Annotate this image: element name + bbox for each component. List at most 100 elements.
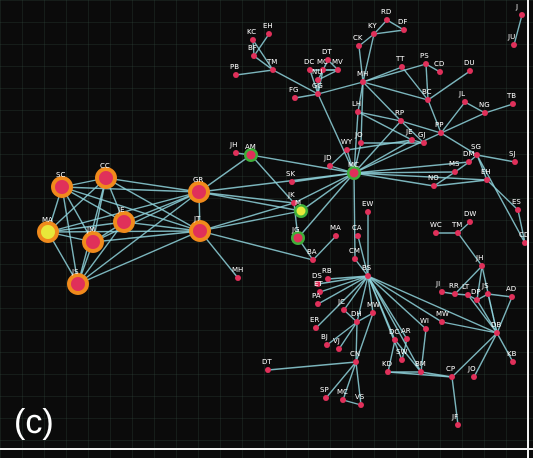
node-je2[interactable]: JE xyxy=(405,128,415,143)
node-no[interactable]: NO xyxy=(428,174,439,189)
node-mc3[interactable]: MC xyxy=(317,58,328,73)
node-jt[interactable]: JT xyxy=(189,215,211,242)
node-ps[interactable]: PS xyxy=(420,52,429,67)
node-ng[interactable]: NG xyxy=(479,101,490,116)
node-cc[interactable]: CC xyxy=(95,162,117,189)
node-ma1[interactable]: MA xyxy=(37,216,59,243)
node-ew[interactable]: EW xyxy=(362,200,373,215)
node-dt1[interactable]: DT xyxy=(262,358,272,373)
node-nu[interactable]: NU xyxy=(312,68,322,83)
node-gr[interactable]: GR xyxy=(188,176,210,203)
node-tb[interactable]: TB xyxy=(506,92,516,107)
node-mw1[interactable]: MW xyxy=(367,301,380,316)
node-jo[interactable]: JO xyxy=(467,365,477,380)
node-pa[interactable]: PA xyxy=(312,292,321,307)
node-rd[interactable]: RD xyxy=(381,8,391,23)
node-ma2[interactable]: MA xyxy=(330,224,341,239)
node-lt[interactable]: LT xyxy=(462,283,471,298)
node-jc[interactable]: JC xyxy=(337,298,347,313)
node-cm[interactable]: CM xyxy=(349,247,360,262)
node-ju[interactable]: JU xyxy=(507,33,517,48)
node-j1[interactable]: J xyxy=(515,3,525,18)
node-jg[interactable]: JG xyxy=(291,226,305,245)
node-lh[interactable]: LH xyxy=(352,100,361,115)
node-cd2[interactable]: CD xyxy=(434,60,444,75)
node-sp[interactable]: SP xyxy=(320,386,329,401)
node-ms[interactable]: MS xyxy=(449,160,460,175)
node-sw[interactable]: SW xyxy=(396,348,407,363)
node-tt[interactable]: TT xyxy=(395,55,405,70)
node-ca[interactable]: CA xyxy=(352,224,362,239)
node-ds[interactable]: DS xyxy=(312,272,322,287)
node-ar[interactable]: AR xyxy=(401,327,411,342)
node-db[interactable]: DB xyxy=(491,321,501,336)
node-jo2[interactable]: JO xyxy=(354,131,364,146)
node-tm[interactable]: TM xyxy=(451,221,462,236)
node-mv[interactable]: MV xyxy=(332,58,343,73)
node-ba[interactable]: BA xyxy=(307,248,317,263)
node-js2[interactable]: JS xyxy=(481,282,491,297)
node-mh1[interactable]: MH xyxy=(232,266,243,281)
node-es[interactable]: ES xyxy=(512,198,521,213)
node-jl[interactable]: JL xyxy=(458,90,468,105)
node-ky[interactable]: KY xyxy=(368,22,377,37)
node-cd[interactable]: CD xyxy=(519,231,529,246)
node-dm[interactable]: DM xyxy=(463,150,474,165)
node-dc2[interactable]: DC xyxy=(304,58,314,73)
node-bj[interactable]: BJ xyxy=(321,333,330,348)
node-et[interactable]: ET xyxy=(314,280,323,295)
node-am2[interactable]: M xyxy=(294,199,308,218)
node-eh[interactable]: EH xyxy=(263,22,273,37)
node-dc[interactable]: DC xyxy=(389,328,399,343)
node-js[interactable]: JS xyxy=(67,268,89,295)
node-sk[interactable]: SK xyxy=(286,170,295,185)
node-gj[interactable]: GJ xyxy=(418,131,427,146)
node-jf[interactable]: JF xyxy=(451,413,461,428)
node-cn[interactable]: CN xyxy=(350,350,360,365)
node-kd[interactable]: KD xyxy=(382,360,392,375)
node-wc[interactable]: WC xyxy=(430,221,442,236)
node-kc[interactable]: KC xyxy=(247,28,256,43)
node-dh[interactable]: DH xyxy=(351,310,362,325)
node-bm[interactable]: BM xyxy=(415,360,426,375)
node-wy[interactable]: WY xyxy=(341,138,353,153)
node-mc2[interactable]: MC xyxy=(337,388,348,403)
node-mh2[interactable]: MH xyxy=(357,70,368,85)
node-ad[interactable]: AD xyxy=(506,285,516,300)
node-cp[interactable]: CP xyxy=(446,365,455,380)
node-rb[interactable]: RB xyxy=(322,267,332,282)
node-du[interactable]: DU xyxy=(464,59,475,74)
node-je[interactable]: JE xyxy=(113,206,135,233)
node-rr[interactable]: RR xyxy=(449,282,459,297)
node-bc[interactable]: BC xyxy=(422,88,432,103)
node-tm2[interactable]: TM xyxy=(266,58,277,73)
node-dt2[interactable]: DT xyxy=(322,48,332,63)
node-jk[interactable]: JK xyxy=(287,191,297,206)
node-pp[interactable]: PP xyxy=(435,121,444,136)
node-jh1[interactable]: JH xyxy=(229,141,239,156)
node-vj[interactable]: VJ xyxy=(333,337,342,352)
node-mw2[interactable]: MW xyxy=(436,310,449,325)
node-bf[interactable]: BF xyxy=(248,44,257,59)
node-fg[interactable]: FG xyxy=(289,86,298,101)
node-gg[interactable]: GG xyxy=(312,82,323,97)
node-kb[interactable]: KB xyxy=(507,350,517,365)
node-ji[interactable]: JI xyxy=(435,280,445,295)
node-sj[interactable]: SJ xyxy=(509,150,518,165)
node-sg[interactable]: SG xyxy=(471,143,481,158)
node-sc[interactable]: SC xyxy=(51,171,73,198)
node-ck[interactable]: CK xyxy=(353,34,363,49)
node-rp[interactable]: RP xyxy=(395,109,404,124)
node-df[interactable]: DF xyxy=(398,18,407,33)
node-dp[interactable]: DP xyxy=(471,288,481,303)
node-jh2[interactable]: JH xyxy=(475,254,485,269)
node-pb[interactable]: PB xyxy=(230,63,239,78)
node-vs[interactable]: VS xyxy=(355,393,365,408)
node-er[interactable]: ER xyxy=(310,316,319,331)
node-bs[interactable]: BS xyxy=(362,264,372,279)
node-dw[interactable]: DW xyxy=(464,210,476,225)
node-eh2[interactable]: EH xyxy=(481,168,491,183)
node-jm[interactable]: JM xyxy=(82,226,104,253)
node-wi[interactable]: WI xyxy=(420,317,429,332)
node-mc[interactable]: MC xyxy=(347,161,361,180)
